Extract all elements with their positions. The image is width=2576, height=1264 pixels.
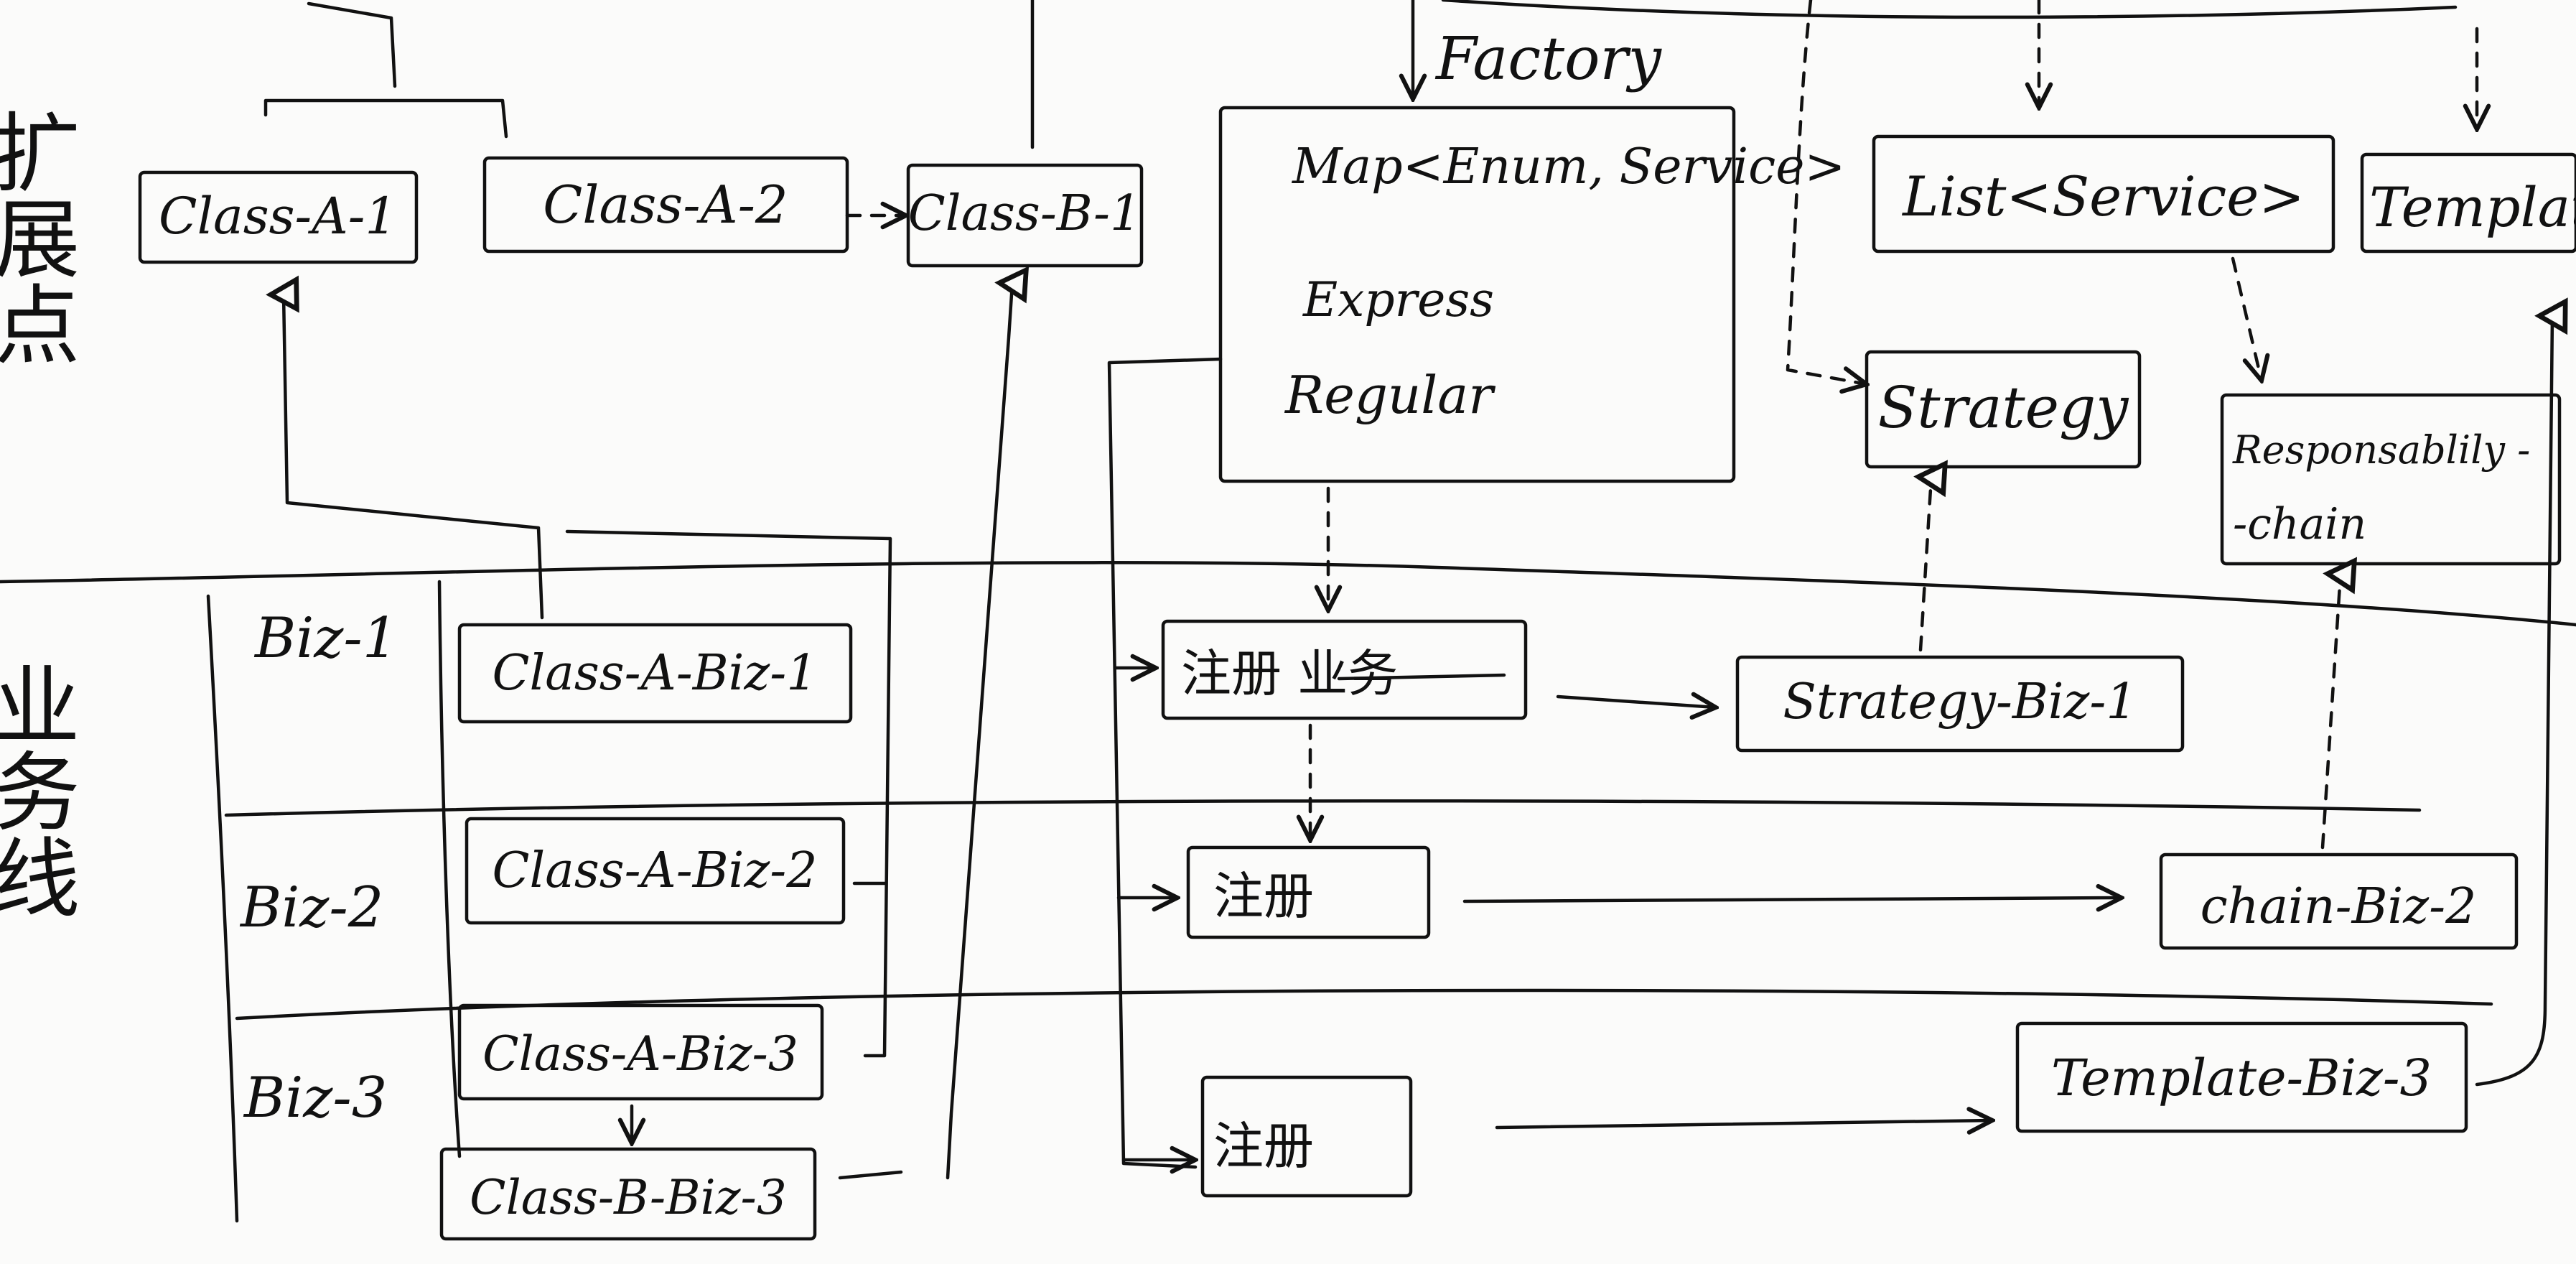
class-a-2-label: Class-A-2	[543, 175, 788, 235]
list-service-label: List<Service>	[1901, 164, 2305, 228]
class-b-biz-3-label: Class-B-Biz-3	[470, 1170, 787, 1225]
inherit-line-class-a-1	[266, 275, 544, 620]
factory-express-text: Express	[1302, 272, 1494, 327]
zone-divider-line	[0, 561, 2576, 627]
factory-box	[1218, 106, 1736, 483]
business-lane-left-border	[206, 594, 239, 1223]
realize-strategy-biz-1-to-strategy	[1913, 460, 1948, 652]
arrow-list-service-to-chain	[2231, 256, 2262, 381]
arrow-register-2-to-chain-biz-2	[1462, 898, 2122, 901]
class-a-biz-3-box	[457, 1003, 824, 1101]
chain-biz-2-box	[2159, 852, 2519, 950]
realize-chain-biz-2-to-chain	[2320, 557, 2358, 850]
strategy-biz-1-box	[1735, 655, 2185, 753]
inherit-template-biz-3-to-template	[2475, 297, 2568, 1087]
register-2-label: 注册	[1213, 867, 1314, 926]
strategy-box	[1865, 350, 2142, 469]
strike-through-register-1	[1337, 673, 1506, 681]
zone-title-business-lines: 业务线	[0, 661, 79, 919]
class-b-biz-3-box	[439, 1147, 817, 1241]
template-biz-3-box	[2015, 1021, 2468, 1133]
dashed-line-top-to-strategy	[1786, 0, 1867, 384]
register-3-label: 注册	[1213, 1117, 1314, 1176]
list-service-box	[1872, 134, 2335, 254]
class-a-biz-2-label: Class-A-Biz-2	[493, 842, 818, 899]
top-curve	[1441, 0, 2458, 19]
template-box	[2360, 152, 2576, 254]
class-a-biz-3-label: Class-A-Biz-3	[482, 1026, 798, 1082]
strategy-biz-1-label: Strategy-Biz-1	[1783, 674, 2137, 730]
lane-label-biz-1: Biz-1	[253, 606, 398, 671]
factory-map-text: Map<Enum, Service>	[1291, 139, 1845, 195]
template-biz-3-label: Template-Biz-3	[2051, 1049, 2432, 1107]
factory-regular-text: Regular	[1284, 365, 1495, 425]
lane-label-biz-3: Biz-3	[243, 1066, 387, 1130]
responsibility-chain-box	[2220, 393, 2562, 566]
template-label: Template	[2369, 175, 2576, 239]
responsibility-chain-label-line-1: Responsablily -	[2232, 427, 2530, 473]
register-1-label: 注册 业务	[1181, 644, 1398, 703]
zone-title-extension-points: 扩展点	[0, 108, 79, 366]
class-b-1-label: Class-B-1	[908, 185, 1142, 242]
register-2-box	[1186, 845, 1431, 939]
register-3-box	[1200, 1075, 1413, 1198]
link-class-b-biz-3	[838, 1170, 903, 1180]
lane-label-biz-2: Biz-2	[239, 875, 383, 940]
business-column-border	[437, 580, 462, 1158]
strategy-label: Strategy	[1878, 374, 2130, 441]
responsibility-chain-label-line-2: -chain	[2233, 499, 2366, 549]
class-a-1-box	[138, 170, 419, 264]
class-a-1-label: Class-A-1	[159, 187, 397, 246]
inherit-bracket-class-a-biz	[565, 529, 892, 1058]
factory-register-bus	[1107, 357, 1223, 1169]
lane-divider-biz1-biz2	[224, 799, 2422, 817]
factory-title: Factory	[1434, 25, 1663, 93]
top-bracket	[263, 1, 508, 139]
class-a-biz-2-box	[465, 817, 846, 925]
class-a-biz-1-label: Class-A-Biz-1	[493, 645, 818, 702]
class-a-biz-1-box	[457, 623, 853, 724]
class-a-2-box	[482, 156, 849, 254]
inherit-line-class-b-1	[946, 266, 1030, 1180]
register-1-box	[1161, 619, 1528, 720]
chain-biz-2-label: chain-Biz-2	[2201, 878, 2477, 935]
arrow-register-1-to-strategy-biz-1	[1556, 697, 1716, 707]
arrow-register-3-to-template-biz-3	[1495, 1120, 1992, 1128]
